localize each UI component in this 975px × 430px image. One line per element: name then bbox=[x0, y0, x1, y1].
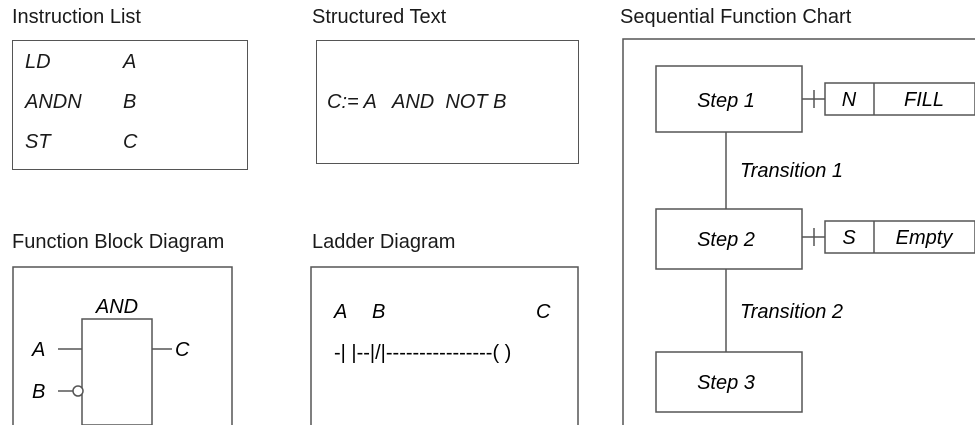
function-block-panel: AND A B C bbox=[12, 266, 233, 426]
step-1-box bbox=[655, 65, 803, 133]
structured-text-title: Structured Text bbox=[312, 6, 447, 28]
action-1-box bbox=[824, 82, 975, 116]
action-1-qualifier: N bbox=[842, 89, 857, 111]
il-arg-a: A bbox=[123, 51, 137, 73]
sfc-border bbox=[622, 38, 975, 425]
transition-1-label: Transition 1 bbox=[740, 160, 843, 182]
ladder-label-c: C bbox=[536, 301, 551, 323]
ladder-title: Ladder Diagram bbox=[312, 231, 456, 253]
function-block-diagram: AND A B C bbox=[12, 266, 233, 426]
ladder-rung: -| |--|/|----------------( ) bbox=[334, 342, 511, 364]
and-label: AND bbox=[95, 296, 138, 318]
step-1-label: Step 1 bbox=[697, 90, 755, 112]
step-2-box bbox=[655, 208, 803, 270]
il-op-ld: LD bbox=[25, 51, 51, 73]
function-block-title: Function Block Diagram bbox=[12, 231, 225, 253]
action-2-qualifier: S bbox=[842, 227, 856, 249]
sfc-title: Sequential Function Chart bbox=[620, 6, 852, 28]
output-c-label: C bbox=[175, 339, 190, 361]
step-2-label: Step 2 bbox=[697, 229, 755, 251]
ladder-label-b: B bbox=[372, 301, 385, 323]
sfc-panel: Step 1 Step 2 Step 3 Transition 1 Transi… bbox=[622, 38, 975, 425]
fbd-border bbox=[12, 266, 233, 425]
instruction-list-panel: LD A ANDN B ST C bbox=[12, 40, 248, 170]
ladder-diagram: A B C -| |--|/|----------------( ) bbox=[310, 266, 579, 425]
action-2-name: Empty bbox=[896, 227, 954, 249]
il-arg-b: B bbox=[123, 91, 137, 113]
input-a-label: A bbox=[31, 339, 45, 361]
ladder-label-a: A bbox=[333, 301, 347, 323]
instruction-list-title: Instruction List bbox=[12, 6, 141, 28]
step-3-box bbox=[655, 351, 803, 413]
transition-2-label: Transition 2 bbox=[740, 301, 843, 323]
ladder-panel: A B C -| |--|/|----------------( ) bbox=[310, 266, 580, 425]
structured-text-panel: C:= A AND NOT B bbox=[316, 40, 579, 164]
and-block bbox=[81, 318, 153, 426]
ladder-border bbox=[310, 266, 579, 425]
input-b-label: B bbox=[32, 381, 45, 403]
il-op-andn: ANDN bbox=[25, 91, 82, 113]
il-op-st: ST bbox=[25, 131, 51, 153]
action-2-box bbox=[824, 220, 975, 254]
step-3-label: Step 3 bbox=[697, 372, 755, 394]
negation-circle bbox=[72, 385, 84, 397]
structured-text-code: C:= A AND NOT B bbox=[327, 91, 507, 113]
sfc-diagram: Step 1 Step 2 Step 3 Transition 1 Transi… bbox=[622, 38, 975, 425]
action-1-name: FILL bbox=[904, 89, 944, 111]
il-arg-c: C bbox=[123, 131, 138, 153]
